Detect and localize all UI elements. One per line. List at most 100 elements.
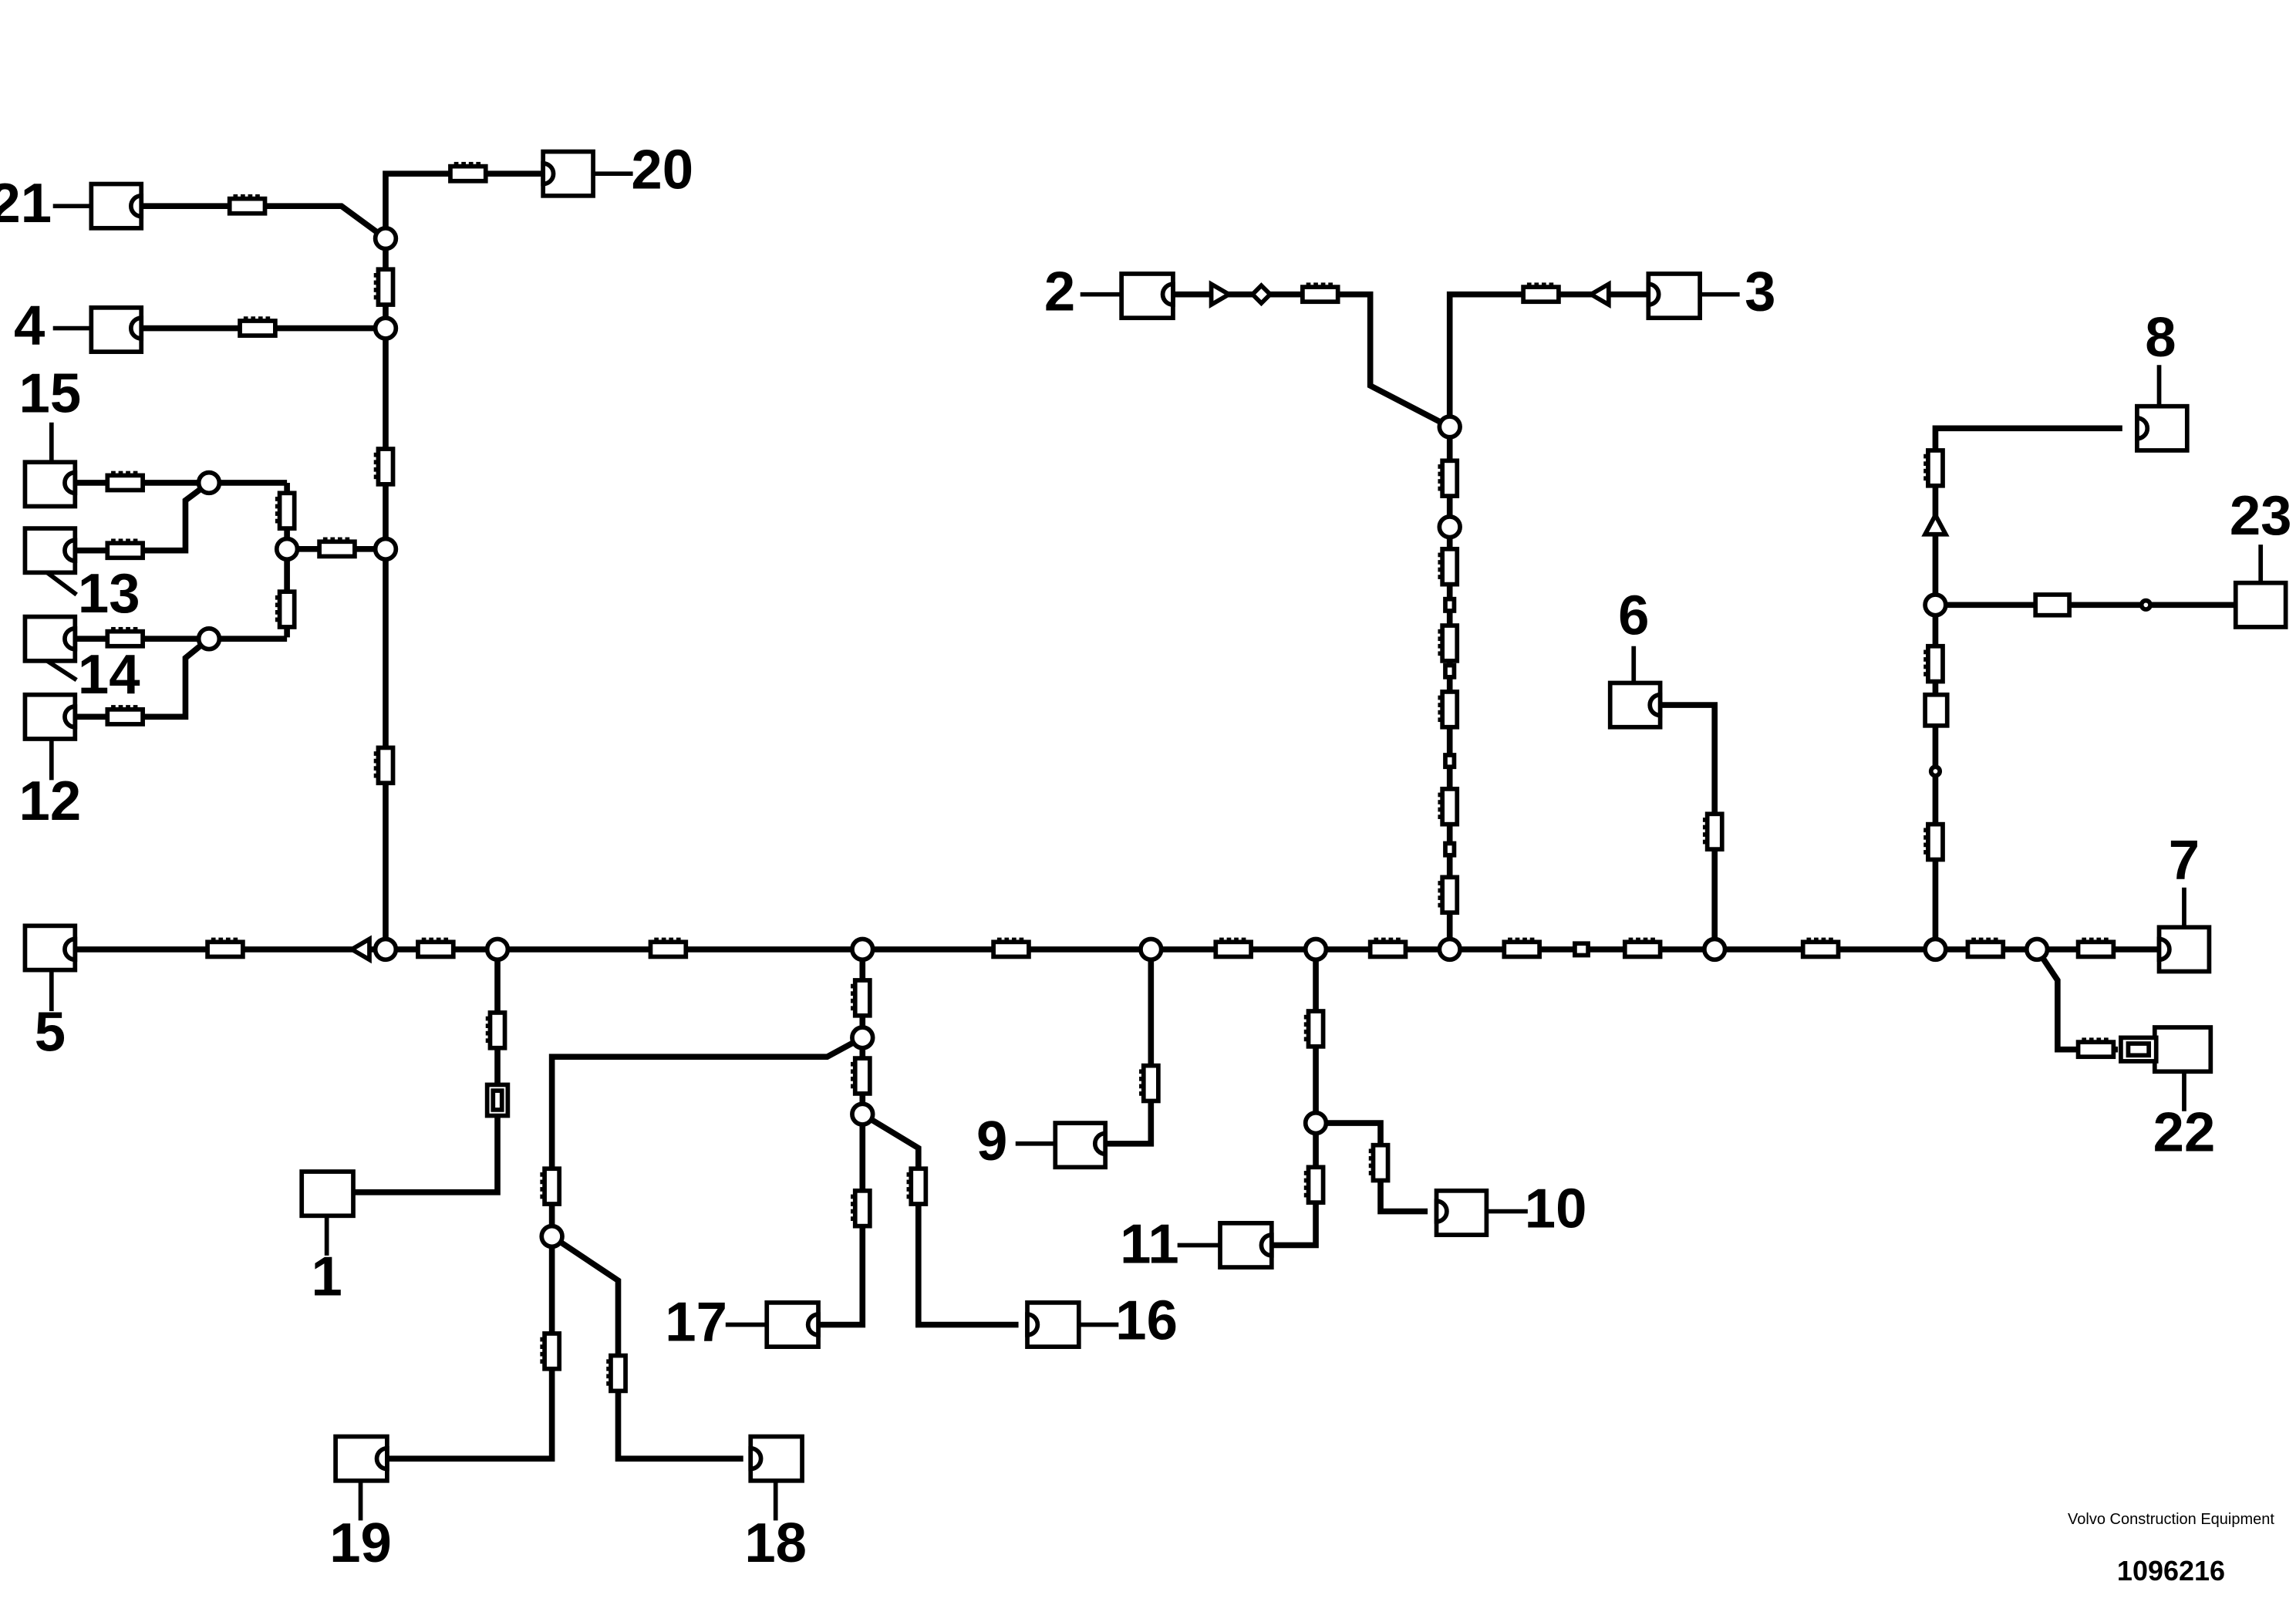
connector-plug xyxy=(62,936,78,963)
connector-plug xyxy=(62,470,78,496)
harness-sleeve xyxy=(1704,811,1725,851)
harness-sleeve xyxy=(1926,821,1945,862)
harness-sleeve xyxy=(1521,285,1561,305)
fuse-element xyxy=(491,1088,504,1112)
connector-plug xyxy=(1259,1233,1274,1258)
harness-sleeve xyxy=(542,1166,562,1206)
connector-plug xyxy=(1647,692,1663,718)
inline-terminal xyxy=(1443,596,1457,613)
harness-sleeve xyxy=(376,267,396,307)
harness-sleeve xyxy=(1440,623,1460,663)
harness-sleeve xyxy=(205,939,245,959)
label-10: 10 xyxy=(1525,1178,1587,1240)
harness-sleeve xyxy=(1367,939,1408,959)
label-11: 11 xyxy=(1120,1212,1179,1275)
splice-node xyxy=(1923,592,1948,618)
label-14: 14 xyxy=(78,643,140,706)
harness-sleeve xyxy=(277,491,297,531)
harness-sleeve xyxy=(416,939,456,959)
connector-plug xyxy=(128,315,144,341)
connector-plug xyxy=(374,1445,389,1472)
splice-node xyxy=(196,626,222,652)
component-box xyxy=(299,1169,356,1219)
harness-sleeve xyxy=(1965,939,2006,959)
harness-sleeve xyxy=(317,539,357,559)
splice-node xyxy=(484,936,511,963)
harness-sleeve xyxy=(1213,939,1253,959)
splice-node xyxy=(373,936,399,963)
harness-sleeve xyxy=(105,541,145,561)
harness-sleeve xyxy=(1371,1142,1391,1183)
splice-node xyxy=(373,536,399,562)
connector-plug xyxy=(62,626,78,652)
harness-sleeve xyxy=(991,939,1031,959)
label-22: 22 xyxy=(2153,1101,2216,1163)
splice-node xyxy=(1701,936,1728,963)
splice-node xyxy=(1923,936,1948,963)
diode-symbol xyxy=(1921,510,1950,537)
harness-sleeve xyxy=(852,1056,872,1096)
harness-sleeve xyxy=(648,939,689,959)
harness-sleeve xyxy=(227,196,268,216)
label-7: 7 xyxy=(2169,828,2200,891)
harness-sleeve xyxy=(852,978,872,1018)
harness-sleeve xyxy=(376,745,396,786)
connector-plug xyxy=(748,1445,764,1472)
label-15: 15 xyxy=(19,362,82,424)
splice-node xyxy=(1138,936,1164,963)
harness-sleeve xyxy=(2075,939,2116,959)
harness-sleeve xyxy=(105,629,145,649)
harness-sleeve xyxy=(1926,448,1945,488)
label-4: 4 xyxy=(14,295,45,357)
diamond-symbol xyxy=(1249,282,1273,307)
label-19: 19 xyxy=(329,1512,392,1574)
splice-node xyxy=(1437,514,1462,540)
inline-connector xyxy=(1923,692,1950,728)
label-21: 21 xyxy=(0,172,52,234)
splice-node xyxy=(196,470,222,496)
harness-sleeve xyxy=(542,1331,562,1371)
label-17: 17 xyxy=(665,1291,727,1354)
harness-sleeve xyxy=(1440,546,1460,587)
connector-plug xyxy=(1434,1199,1449,1224)
label-20: 20 xyxy=(631,138,693,201)
inline-terminal xyxy=(2139,598,2153,612)
drawing-reference-number: 1096216 xyxy=(2116,1555,2226,1587)
splice-node xyxy=(850,1101,875,1127)
harness-sleeve xyxy=(487,1010,507,1050)
connector-plug xyxy=(805,1312,821,1337)
connector-plug xyxy=(2135,416,2150,441)
connector-plug xyxy=(1646,282,1661,307)
label-leader-lines xyxy=(46,171,2264,1521)
diode-symbol xyxy=(347,935,372,964)
label-6: 6 xyxy=(1618,585,1649,647)
harness-sleeve xyxy=(909,1166,929,1206)
splice-node xyxy=(1437,414,1462,440)
component-box xyxy=(2152,1025,2213,1074)
harness-sleeve xyxy=(1440,690,1460,730)
label-2: 2 xyxy=(1044,261,1075,323)
connector-plug xyxy=(2156,936,2172,963)
callout-numbers: 21 4 20 2 3 15 13 14 12 5 6 8 23 7 22 1 … xyxy=(0,138,2292,1573)
harness-sleeve xyxy=(2075,1040,2116,1060)
harness-sleeve xyxy=(1800,939,1841,959)
label-3: 3 xyxy=(1745,261,1775,323)
harness-sleeve xyxy=(609,1353,628,1394)
inline-terminal xyxy=(1443,841,1457,858)
component-box xyxy=(2233,580,2288,629)
label-1: 1 xyxy=(311,1245,342,1307)
harness-sleeve xyxy=(238,319,278,338)
harness-sleeve xyxy=(1926,643,1945,684)
inline-terminal xyxy=(1443,663,1457,679)
inline-terminal xyxy=(1443,753,1457,770)
component-box xyxy=(2135,403,2190,453)
splice-node xyxy=(373,225,399,251)
harness-sleeve xyxy=(277,589,297,629)
connector-components xyxy=(22,149,2288,1483)
connector-plug xyxy=(128,193,144,219)
splice-node xyxy=(2024,936,2050,963)
connector-plug xyxy=(62,704,78,730)
label-16: 16 xyxy=(1115,1290,1178,1352)
harness-sleeve xyxy=(1440,458,1460,498)
